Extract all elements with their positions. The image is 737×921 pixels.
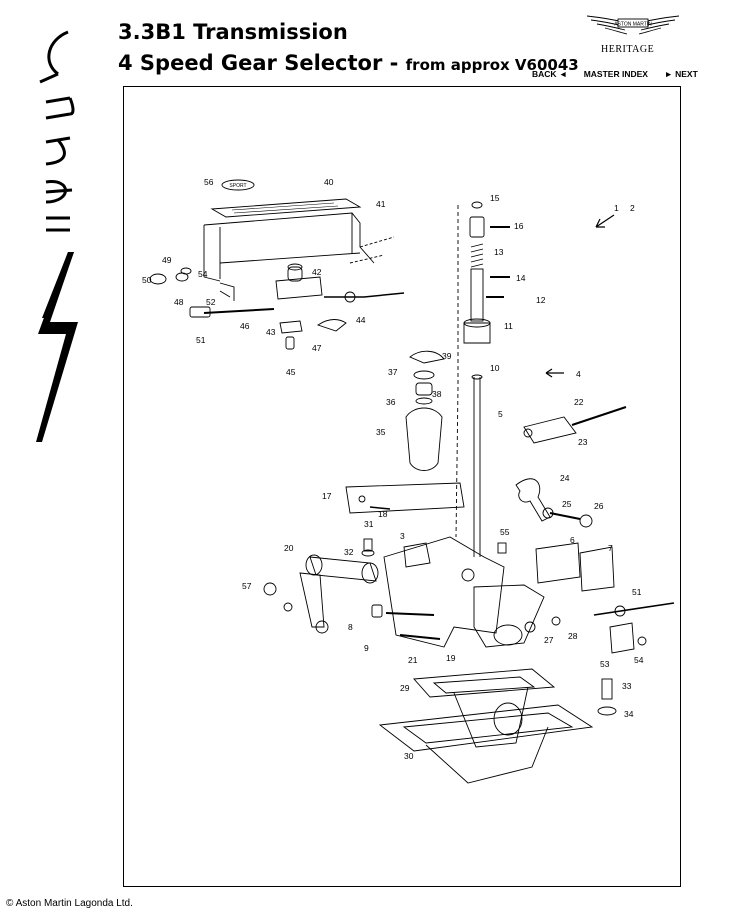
callout-11: 11 xyxy=(504,321,513,331)
page-title: 3.3B1 Transmission xyxy=(118,20,348,44)
callout-14: 14 xyxy=(516,273,526,283)
virage-logo xyxy=(36,30,78,442)
sport-badge-text: SPORT xyxy=(229,183,246,189)
callout-3: 3 xyxy=(400,531,405,541)
callout-13: 13 xyxy=(494,247,504,257)
callout-54-left: 54 xyxy=(198,269,208,279)
switch-assembly xyxy=(275,276,323,300)
callout-56: 56 xyxy=(204,177,214,187)
selector-housing xyxy=(383,536,505,648)
callout-25: 25 xyxy=(562,499,572,509)
callout-24: 24 xyxy=(560,473,570,483)
callout-47: 47 xyxy=(312,343,322,353)
collar xyxy=(463,322,491,344)
callout-54-right: 54 xyxy=(634,655,644,665)
heritage-label: HERITAGE xyxy=(601,44,655,55)
callout-45: 45 xyxy=(286,367,296,377)
callout-35: 35 xyxy=(376,427,386,437)
callout-51-left: 51 xyxy=(196,335,206,345)
next-link[interactable]: ► NEXT xyxy=(664,69,698,79)
gear-knob xyxy=(405,407,443,471)
callout-49: 49 xyxy=(162,255,172,265)
gear-surround-panel xyxy=(203,212,375,279)
callout-40: 40 xyxy=(324,177,334,187)
subtitle-detail: from approx V60043 xyxy=(405,56,579,74)
callout-48: 48 xyxy=(174,297,184,307)
base-plate xyxy=(378,704,594,752)
callout-labels: 1 2 3 4 5 6 7 8 9 10 11 12 13 14 15 16 1… xyxy=(142,177,644,761)
callout-22: 22 xyxy=(574,397,584,407)
badge-plate xyxy=(210,198,362,218)
callout-33: 33 xyxy=(622,681,632,691)
callout-26: 26 xyxy=(594,501,604,511)
page-subtitle: 4 Speed Gear Selector - from approx V600… xyxy=(118,51,579,75)
callout-20: 20 xyxy=(284,543,294,553)
callout-9: 9 xyxy=(364,643,369,653)
navigation-bar: BACK ◄ MASTER INDEX ► NEXT xyxy=(532,69,698,79)
callout-46: 46 xyxy=(240,321,250,331)
callout-53: 53 xyxy=(600,659,610,669)
callout-37: 37 xyxy=(388,367,398,377)
callout-38: 38 xyxy=(432,389,442,399)
subtitle-main: 4 Speed Gear Selector - xyxy=(118,51,406,75)
callout-39: 39 xyxy=(442,351,452,361)
callout-30: 30 xyxy=(404,751,414,761)
callout-12: 12 xyxy=(536,295,546,305)
callout-6: 6 xyxy=(570,535,575,545)
callout-4: 4 xyxy=(576,369,581,379)
callout-15: 15 xyxy=(490,193,500,203)
selector-arm xyxy=(309,556,377,582)
callout-42: 42 xyxy=(312,267,322,277)
callout-8: 8 xyxy=(348,622,353,632)
callout-5: 5 xyxy=(498,409,503,419)
callout-17: 17 xyxy=(322,491,332,501)
selector-gate xyxy=(473,584,545,648)
master-index-link[interactable]: MASTER INDEX xyxy=(583,69,648,79)
callout-51-right: 51 xyxy=(632,587,642,597)
callout-36: 36 xyxy=(386,397,396,407)
sport-badge xyxy=(221,179,255,191)
callout-28: 28 xyxy=(568,631,578,641)
callout-57: 57 xyxy=(242,581,252,591)
callout-41: 41 xyxy=(376,199,386,209)
callout-10: 10 xyxy=(490,363,500,373)
copyright-footer: © Aston Martin Lagonda Ltd. xyxy=(6,898,133,909)
callout-44: 44 xyxy=(356,315,366,325)
callout-52: 52 xyxy=(206,297,216,307)
callout-7: 7 xyxy=(608,543,613,553)
callout-31: 31 xyxy=(364,519,374,529)
aston-martin-wings-logo: ASTON MARTIN xyxy=(586,15,680,35)
callout-34: 34 xyxy=(624,709,634,719)
callout-27: 27 xyxy=(544,635,554,645)
callout-19: 19 xyxy=(446,653,456,663)
callout-32: 32 xyxy=(344,547,354,557)
callout-50: 50 xyxy=(142,275,152,285)
callout-21: 21 xyxy=(408,655,418,665)
callout-18: 18 xyxy=(378,509,388,519)
gaiter-frame xyxy=(413,668,556,698)
callout-2: 2 xyxy=(630,203,635,213)
back-link[interactable]: BACK ◄ xyxy=(532,69,568,79)
callout-1: 1 xyxy=(614,203,619,213)
exploded-diagram: 1 2 3 4 5 6 7 8 9 10 11 12 13 14 15 16 1… xyxy=(142,177,675,784)
exploded-diagram-frame: 1 2 3 4 5 6 7 8 9 10 11 12 13 14 15 16 1… xyxy=(123,86,681,887)
spring xyxy=(470,243,484,268)
callout-43: 43 xyxy=(266,327,276,337)
callout-55: 55 xyxy=(500,527,510,537)
callout-16: 16 xyxy=(514,221,524,231)
callout-23: 23 xyxy=(578,437,588,447)
side-bracket xyxy=(345,482,465,514)
logo-text: ASTON MARTIN xyxy=(614,22,652,28)
callout-29: 29 xyxy=(400,683,410,693)
